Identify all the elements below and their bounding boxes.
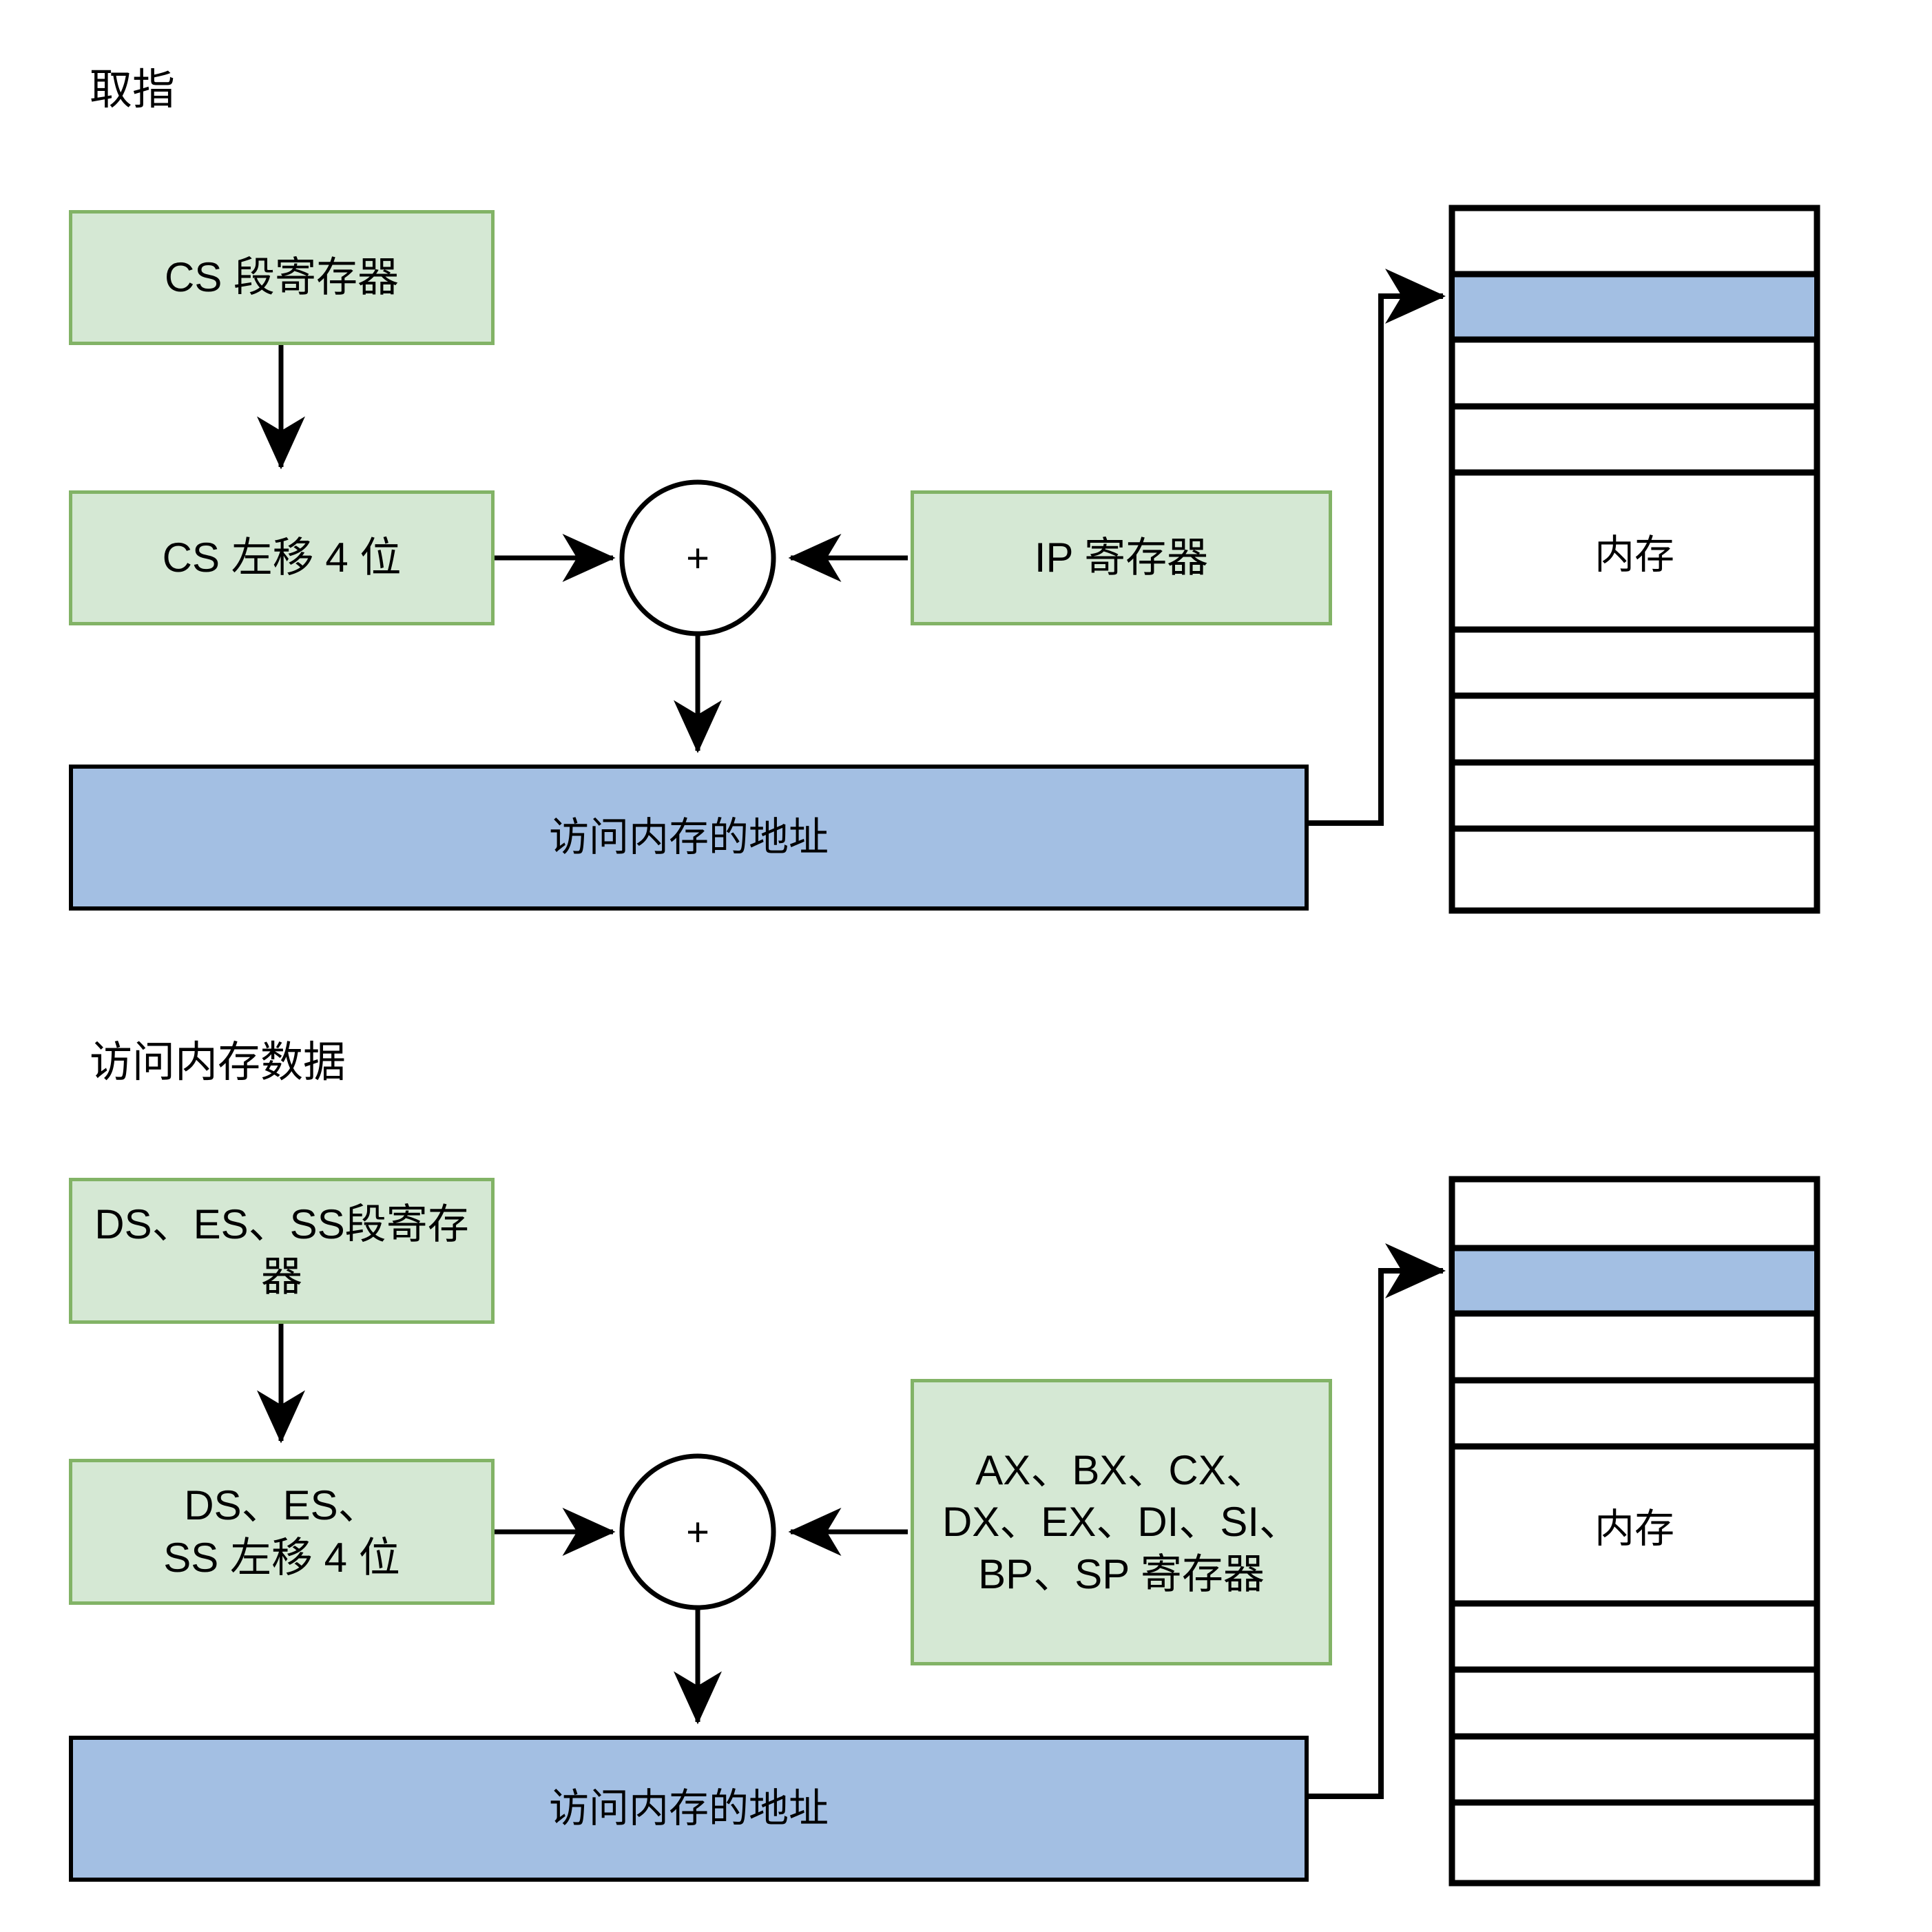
adder-plus-label-bottom: + <box>686 1509 709 1555</box>
connector-address-to-memory-bottom <box>1309 1243 1446 1799</box>
adder-plus-label-top: + <box>686 535 709 581</box>
node-ds-es-ss-segment-register[interactable]: DS、ES、SS段寄存器 <box>69 1178 495 1324</box>
node-ds-es-ss-shift-left[interactable]: DS、ES、 SS 左移 4 位 <box>69 1459 495 1605</box>
memory-column-top <box>1448 205 1820 914</box>
node-general-purpose-registers[interactable]: AX、BX、CX、DX、EX、DI、SI、BP、SP 寄存器 <box>911 1379 1332 1665</box>
shift-left-line-2: SS 左移 4 位 <box>163 1535 400 1581</box>
shift-left-line-1: DS、ES、 <box>184 1482 380 1529</box>
section-title-fetch: 取指 <box>90 66 176 114</box>
memory-column-bottom <box>1448 1176 1820 1887</box>
node-cs-segment-register[interactable]: CS 段寄存器 <box>69 210 495 345</box>
node-ip-register[interactable]: IP 寄存器 <box>911 490 1332 625</box>
node-memory-address-bar-top[interactable]: 访问内存的地址 <box>69 765 1309 911</box>
section-title-access-memory-data: 访问内存数据 <box>90 1039 346 1086</box>
connector-address-to-memory-top <box>1309 269 1446 826</box>
node-cs-shift-left[interactable]: CS 左移 4 位 <box>69 490 495 625</box>
node-memory-address-bar-bottom[interactable]: 访问内存的地址 <box>69 1736 1309 1882</box>
